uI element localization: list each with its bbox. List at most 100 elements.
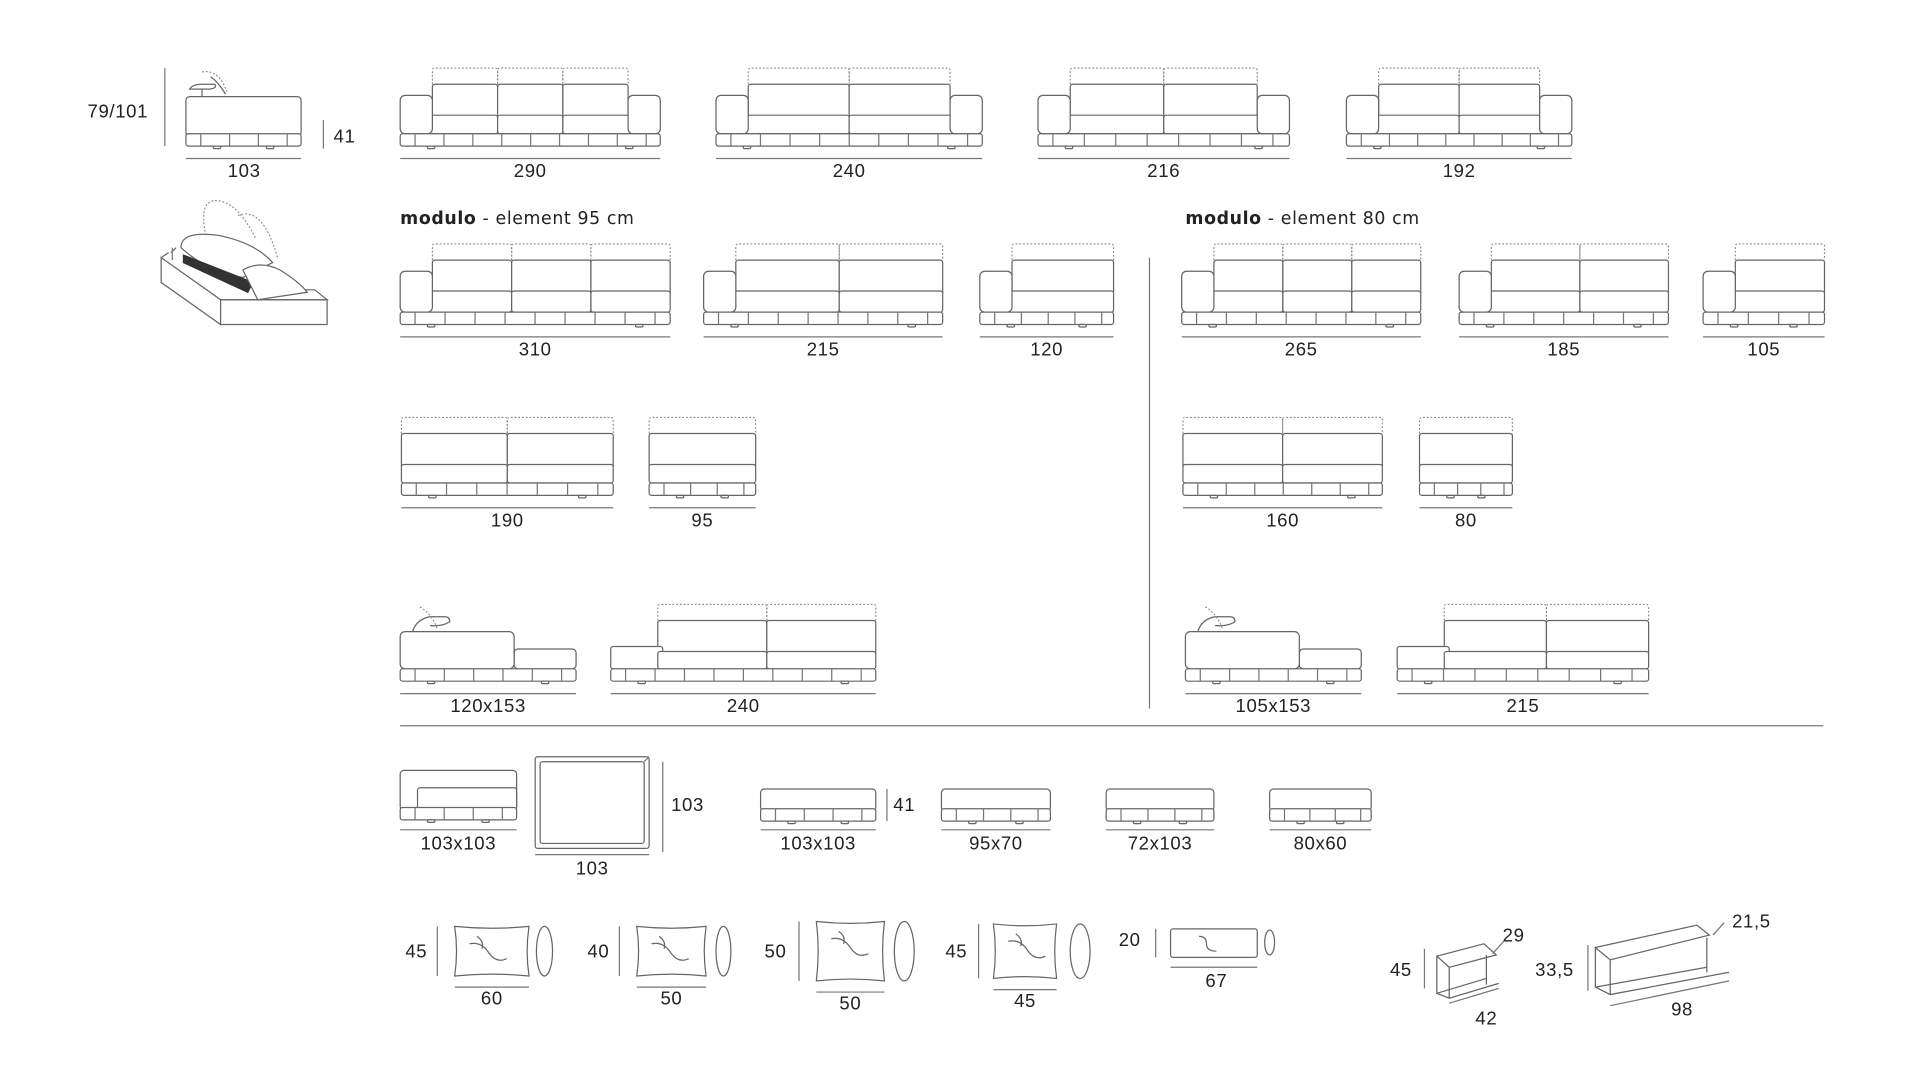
dimension-label: 50 [765,940,787,961]
sofa-foot [540,680,550,685]
back-cushion [1490,259,1581,296]
ottoman-cushion [940,788,1052,812]
sofa-foot [428,494,437,499]
cushion-front [453,925,530,977]
dimension-label: 103x103 [421,833,497,854]
sofa-base [1037,133,1291,147]
seat-cushion [848,114,956,135]
sofa-base [399,806,518,821]
dimension-label: 60 [481,987,503,1008]
back-cushion [848,83,951,120]
dimension-line [1449,987,1499,1004]
sofa-foot [637,680,647,685]
cushion-side [1069,923,1091,980]
dimension-line [1712,922,1725,936]
back-cushion [506,432,614,469]
armrest [627,94,661,135]
sofa-foot [1006,323,1016,328]
armrest [1458,270,1492,313]
seat-extension [1396,645,1450,670]
sofa-foot [634,323,644,328]
dimension-label: 103 [576,857,609,878]
sofa-unit [399,67,661,160]
dimension-label: 120x153 [450,695,526,716]
sofa-foot [1385,323,1395,328]
back-cushion [562,83,629,120]
sofa-foot [1613,680,1622,685]
back-cushion [496,83,564,120]
headrest-outline [562,67,629,85]
sofa-foot [1536,145,1546,150]
sofa-foot [968,820,977,825]
armrest [1181,270,1215,313]
dimension-line [1492,940,1505,955]
sofa-unit [1345,67,1573,160]
headrest-outline [838,243,944,261]
sofa-foot [1212,680,1221,685]
dimension-label: 45 [1390,959,1412,980]
sofa-unit [610,603,877,695]
sofa-foot [840,680,850,685]
sofa-foot [1335,820,1345,825]
cushion [1155,928,1276,968]
dimension-label: 265 [1285,338,1318,359]
sofa-base [1269,808,1372,822]
sofa-foot [265,145,275,150]
back-cushion [1378,83,1460,120]
headrest-outline [1069,67,1165,85]
sofa-base [1181,311,1422,326]
seat-cushion [400,463,508,484]
sofa-foot [1423,680,1433,685]
headrest-outline [1458,67,1541,85]
shelf-large [1587,922,1730,1007]
headrest-outline [431,67,499,85]
headrest-outline [419,606,438,630]
headrest-outline [1351,243,1422,261]
armrest [979,270,1013,313]
armrest [399,94,434,135]
dimension-label: 240 [727,695,760,716]
back-cushion [1458,83,1541,120]
back-pillow [242,264,309,301]
sofa-unit [400,416,614,509]
cushion-side [715,925,732,977]
sofa-base [703,311,944,326]
cushion-front [636,925,707,977]
sofa-foot [730,323,739,328]
corner-low-element [399,769,518,831]
seat-cushion [506,463,614,484]
ottoman [759,788,877,831]
cushion-side [535,925,554,977]
dimension-label: 20 [1119,929,1141,950]
armrest [1037,94,1071,135]
sofa-foot [1373,145,1382,150]
headrest-outline [511,243,592,261]
sofa-unit [1181,243,1422,338]
sofa-base [1345,133,1573,147]
cushion-crease [1199,935,1217,952]
sofa-unit [1182,416,1383,509]
dimension-label: 21,5 [1732,911,1771,932]
back-cushion [838,259,944,296]
headrest-icon [188,76,227,97]
sofa-foot [1446,494,1455,499]
dimension-label: 105x153 [1236,695,1312,716]
dimension-label: 50 [839,992,861,1013]
sofa-foot [1789,323,1798,328]
armrest [1345,94,1380,135]
headrest-outline [1204,606,1224,630]
headrest-outline [848,67,951,85]
cushion-side [893,920,915,982]
headrest-outline [1163,67,1258,85]
seat-cushion [1282,290,1353,313]
armrest [703,270,737,313]
dimension-label: 33,5 [1535,959,1574,980]
dimension-label: 79/101 [88,101,149,122]
seat-cushion [1443,650,1548,670]
dimension-label: 80 [1455,509,1477,530]
seat-cushion [657,650,768,670]
sofa-unit [703,243,944,338]
sofa-foot [1209,494,1219,499]
seat-cushion [426,290,513,313]
